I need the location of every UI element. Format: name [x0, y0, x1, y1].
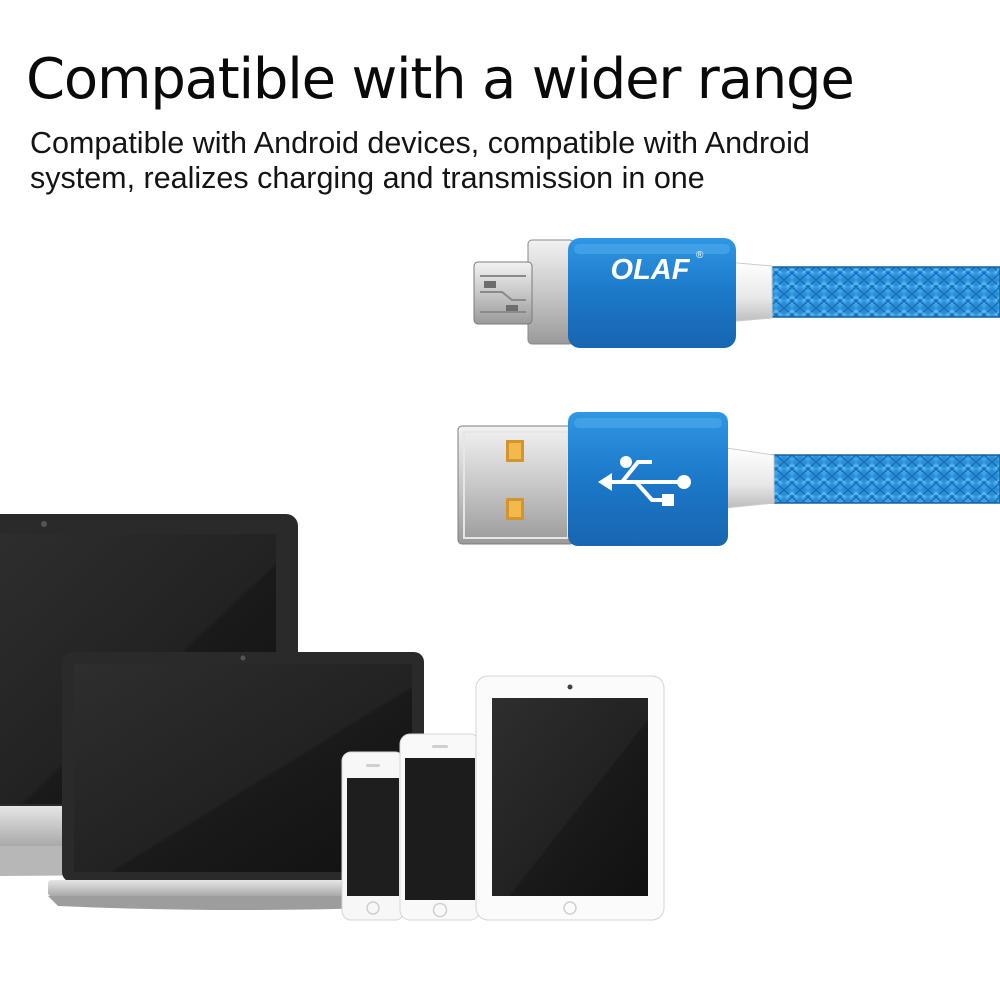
metal-collar — [527, 239, 575, 345]
brand-logo: OLAF — [611, 254, 691, 286]
tablet — [475, 675, 665, 921]
usb-a-cable — [457, 412, 1000, 546]
blue-housing — [568, 238, 736, 348]
phone-small — [341, 751, 405, 921]
braided-cable — [770, 455, 1000, 503]
description: Compatible with Android devices, compati… — [30, 126, 930, 196]
strain-relief — [725, 447, 775, 509]
description-line-1: Compatible with Android devices, compati… — [30, 126, 810, 160]
micro-usb-cable: OLAF ® — [473, 238, 1000, 348]
registered-mark: ® — [696, 250, 704, 261]
product-illustration: OLAF ® — [0, 238, 1000, 921]
usb-icon — [598, 456, 691, 506]
description-line-2: system, realizes charging and transmissi… — [30, 161, 705, 195]
braided-cable — [770, 267, 1000, 317]
blue-housing — [568, 412, 728, 546]
phone-large — [399, 733, 481, 921]
headline: Compatible with a wider range — [26, 47, 855, 112]
